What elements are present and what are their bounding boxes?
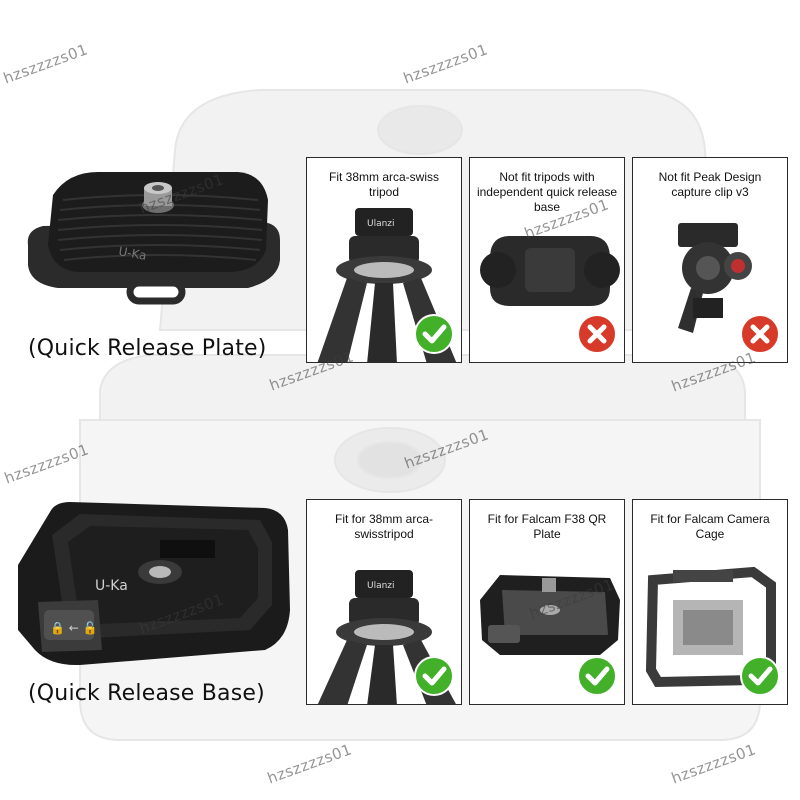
plate-caption: (Quick Release Plate) — [28, 336, 267, 361]
cross-badge-icon — [577, 314, 617, 354]
quick-release-base-image: U-Ka 🔒 ← 🔓 — [18, 502, 290, 666]
card-text: Not fit Peak Design capture clip v3 — [658, 170, 762, 199]
plate-logo: U-Ka — [117, 244, 147, 263]
cross-badge-icon — [740, 314, 780, 354]
tripod-head-image: Ulanzi — [317, 208, 457, 362]
check-badge-icon — [740, 656, 780, 696]
base-logo: U-Ka — [95, 578, 128, 594]
card-text: Fit for Falcam Camera Cage — [650, 512, 770, 541]
compat-card-plate-peak-design-clip: Not fit Peak Design capture clip v3 — [632, 157, 788, 363]
check-badge-icon — [414, 314, 454, 354]
compat-card-base-falcam-f38: Fit for Falcam F38 QR Plate — [469, 499, 625, 705]
check-badge-icon — [414, 656, 454, 696]
compat-card-plate-qr-base-tripod: Not fit tripods with independent quick r… — [469, 157, 625, 363]
base-caption: (Quick Release Base) — [28, 681, 265, 706]
card-text: Fit for Falcam F38 QR Plate — [487, 512, 607, 541]
svg-text:Ulanzi: Ulanzi — [367, 219, 395, 229]
compat-card-base-falcam-cage: Fit for Falcam Camera Cage — [632, 499, 788, 705]
capture-clip-image — [480, 236, 620, 306]
svg-text:Ulanzi: Ulanzi — [367, 581, 395, 591]
f38-plate-image — [480, 575, 620, 655]
card-text: Fit for 38mm arca-swisstripod — [334, 512, 433, 541]
svg-text:🔒 ← 🔓: 🔒 ← 🔓 — [50, 621, 98, 635]
compat-card-plate-arca-tripod: Ulanzi Fit 38mm arca-swiss tripod — [306, 157, 462, 363]
card-text: Fit 38mm arca-swiss tripod — [328, 170, 439, 199]
compat-card-base-arca-tripod: Ulanzi Fit for 38mm arca-swisstripod — [306, 499, 462, 705]
geared-head-image — [678, 223, 752, 333]
quick-release-plate-image: U-Ka — [27, 172, 280, 305]
check-badge-icon — [577, 656, 617, 696]
card-text: Not fit tripods with independent quick r… — [476, 170, 618, 214]
